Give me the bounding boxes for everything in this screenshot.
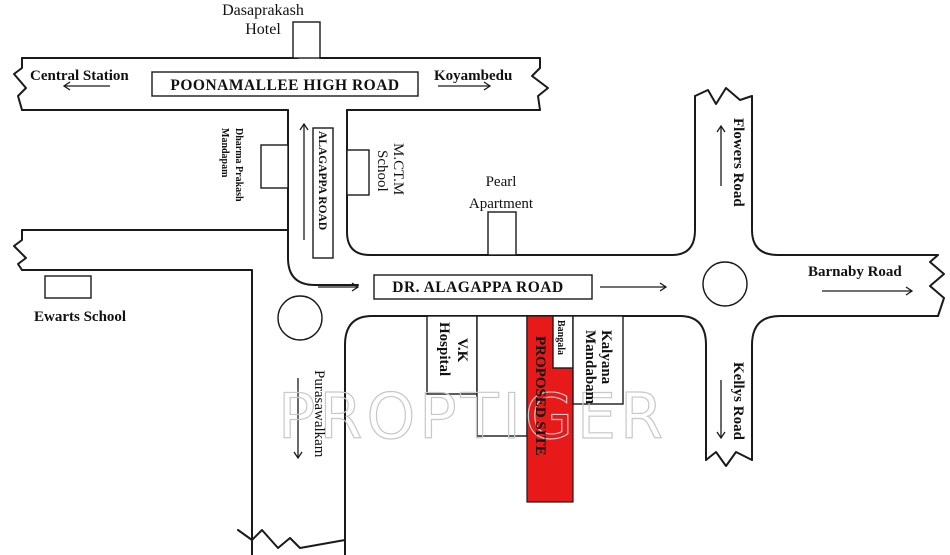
pearl-apartment-box: [487, 211, 517, 256]
road-break-left: [13, 57, 27, 111]
ewarts-school-box: [44, 275, 92, 299]
side-street-bottom-edge: [21, 269, 253, 555]
dr-alagappa-label-box: [373, 274, 593, 300]
flowers-road-label: Flowers Road: [730, 118, 746, 207]
barnaby-road-break: [929, 254, 945, 317]
pearl-label-line2: Apartment: [469, 196, 534, 212]
dasaprakash-label-line2: Hotel: [245, 21, 281, 38]
arrow-alagappa-up: [299, 122, 309, 240]
kellys-road-break: [705, 451, 753, 467]
hospital-annex-box: [476, 315, 528, 437]
flowers-road-break: [694, 87, 753, 105]
vk-hospital-box: [426, 315, 478, 395]
proposed-site-label: PROPOSED SITE: [532, 336, 548, 456]
alagappa-road-vertical-label: ALAGAPPA ROAD: [316, 131, 328, 230]
flowers-road-right-edge: [751, 95, 939, 256]
arrow-dr-alagappa-right: [600, 282, 668, 292]
poonamallee-label: POONAMALLEE HIGH ROAD: [170, 77, 399, 94]
side-break-left: [13, 229, 27, 271]
roundabout-right: [702, 261, 748, 307]
poonamallee-label-box: [151, 71, 419, 97]
dharma-prakash-box: [260, 144, 289, 189]
kalyana-label-line1: Kalyana: [598, 330, 614, 385]
dasaprakash-label-line1: Dasaprakash: [222, 2, 304, 19]
kalyana-label-line2: Mandabam: [582, 330, 598, 405]
arrow-central-station: [62, 81, 110, 91]
dr-alagappa-road-label: DR. ALAGAPPA ROAD: [392, 279, 563, 296]
dasaprakash-hotel-box: [292, 21, 321, 59]
barnaby-road-label: Barnaby Road: [808, 264, 902, 280]
purasawalkam-label: Purasawalkam: [311, 370, 327, 458]
kellys-road-label: Kellys Road: [730, 362, 746, 441]
central-station-label: Central Station: [30, 68, 129, 84]
pearl-label-line1: Pearl: [486, 174, 517, 190]
vk-hospital-label-line1: V.K: [454, 338, 470, 363]
landmark-boxes: [44, 21, 624, 503]
arrow-purasawalkam: [293, 378, 303, 460]
koyambedu-label: Koyambedu: [434, 68, 512, 84]
map-labels: Dasaprakash Hotel Central Station POONAM…: [30, 2, 902, 458]
alagappa-road-left-edge: [287, 109, 359, 286]
mctm-school-box: [346, 149, 370, 196]
alagappa-vertical-label-box: [312, 127, 334, 259]
mctm-label-line1: M.CT.M: [390, 143, 406, 195]
arrow-dr-alagappa-left: [318, 282, 360, 292]
kalyana-mandabam-box: [572, 315, 624, 405]
road-network: [13, 57, 945, 555]
arrow-koyambedu: [438, 81, 492, 91]
dharma-prakash-label-line2: Mandapam: [219, 128, 230, 178]
roundabout-left: [277, 295, 323, 341]
alagappa-road-right-edge: [346, 95, 696, 256]
barnaby-road-bottom-edge: [751, 315, 939, 461]
road-break-right: [531, 57, 549, 111]
arrow-flowers: [716, 124, 726, 186]
watermark-text: PROPTIGER: [278, 380, 667, 453]
direction-arrows: [62, 81, 914, 460]
ewarts-school-label: Ewarts School: [34, 309, 126, 325]
arrow-kellys: [716, 380, 726, 440]
dharma-prakash-label-line1: Dharma Prakash: [233, 128, 244, 202]
bottom-break: [237, 529, 346, 549]
vk-hospital-label-line2: Hospital: [436, 322, 452, 376]
bangala-label: Bangala: [555, 320, 566, 355]
arrow-barnaby: [822, 286, 914, 296]
mctm-label-line2: School: [374, 150, 390, 192]
